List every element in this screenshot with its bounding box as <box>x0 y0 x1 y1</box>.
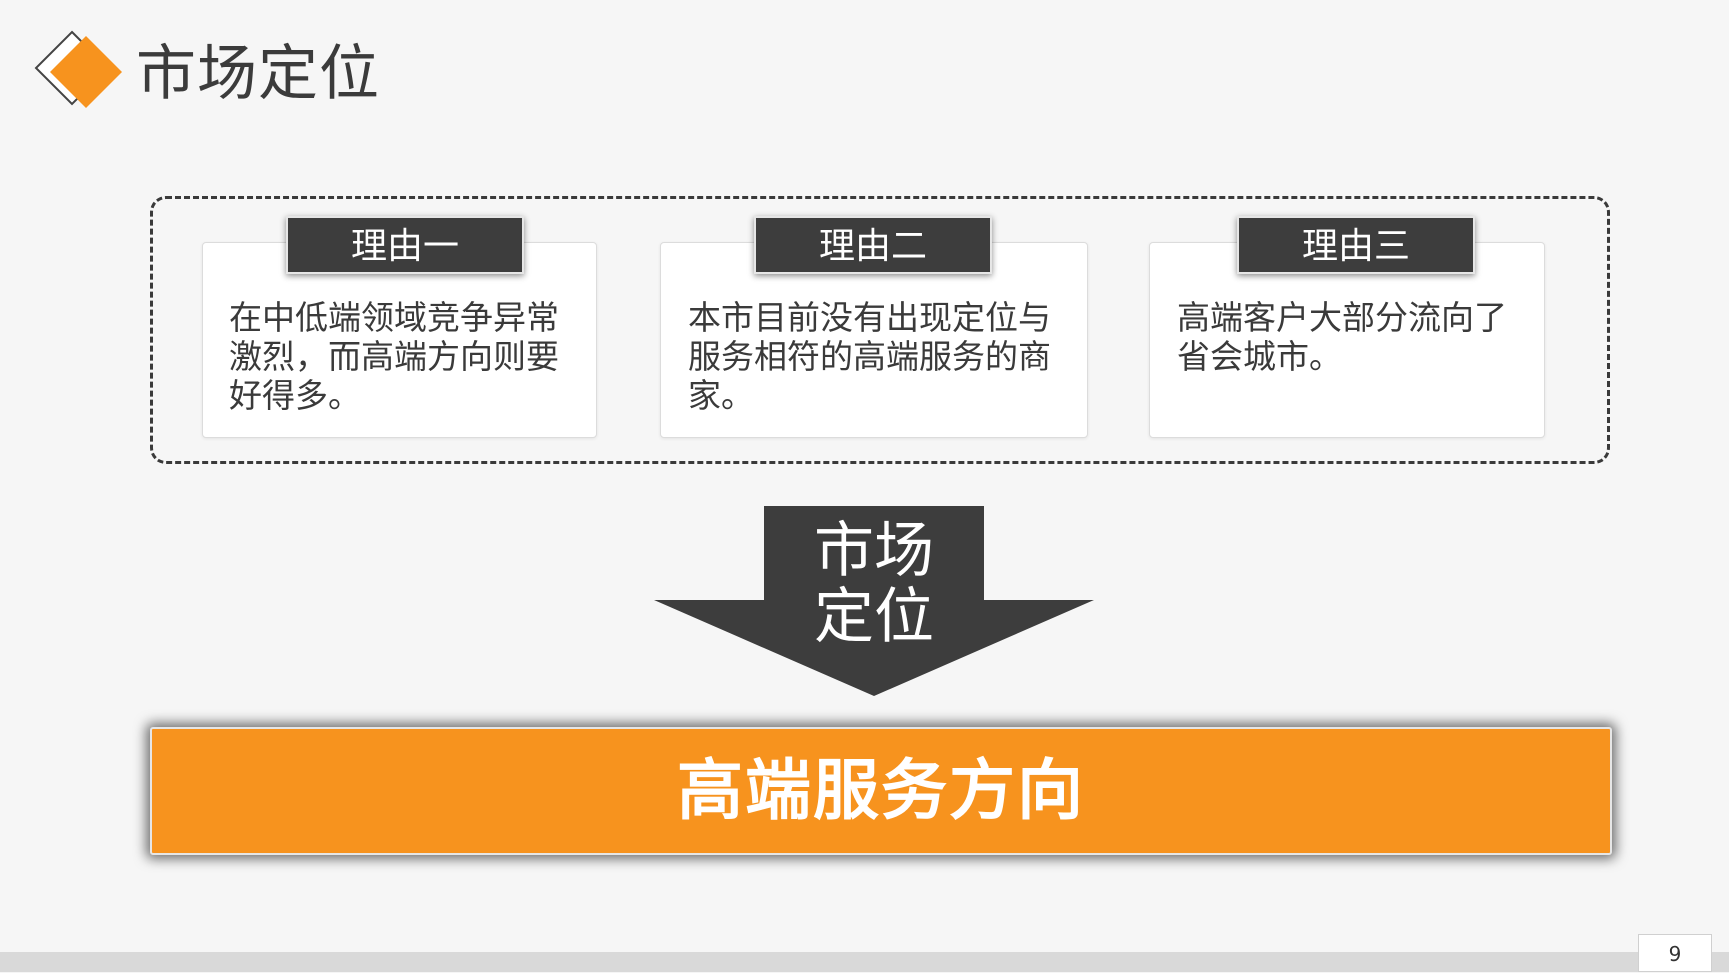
arrow-label-line1: 市场 <box>814 516 934 586</box>
reason-tag-1: 理由一 <box>286 216 524 274</box>
reason-text-1: 在中低端领域竞争异常激烈，而高端方向则要好得多。 <box>229 298 559 415</box>
arrow-label: 市场 定位 <box>762 518 986 650</box>
arrow-label-line2: 定位 <box>814 582 934 652</box>
reason-text-2: 本市目前没有出现定位与服务相符的高端服务的商家。 <box>688 298 1051 415</box>
reason-card-1 <box>202 242 597 438</box>
orange-diamond-icon <box>34 30 122 108</box>
result-text: 高端服务方向 <box>677 752 1085 829</box>
result-bar <box>150 727 1612 855</box>
reason-tag-2: 理由二 <box>754 216 992 274</box>
footer-strip <box>0 952 1729 972</box>
down-arrow-shape <box>654 506 1094 696</box>
reason-tag-3: 理由三 <box>1237 216 1475 274</box>
page-number: 9 <box>1638 934 1712 972</box>
page-title: 市场定位 <box>136 39 380 109</box>
reason-text-3: 高端客户大部分流向了省会城市。 <box>1177 298 1507 376</box>
reasons-frame <box>150 196 1610 464</box>
reason-card-2 <box>660 242 1088 438</box>
